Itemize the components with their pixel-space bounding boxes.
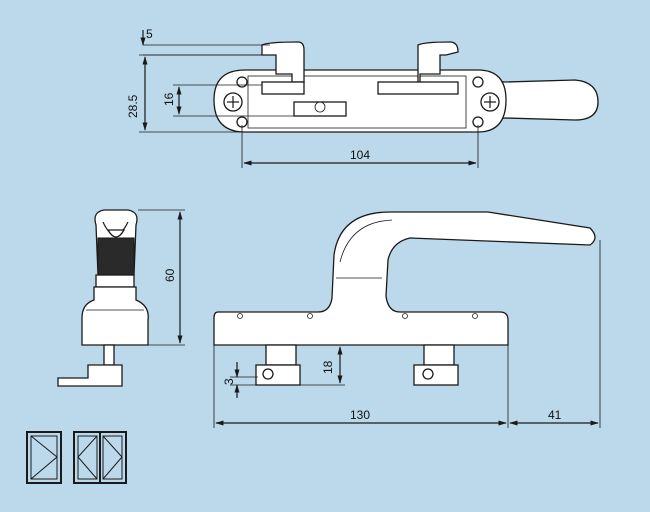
top-view-left-hook — [261, 41, 305, 83]
dim-base-length: 130 — [350, 408, 370, 422]
top-view-slot-right — [377, 81, 459, 95]
casement-window-single-icon — [26, 431, 62, 484]
top-view-pivot — [314, 101, 326, 113]
top-view-slot-center — [293, 101, 347, 117]
side-view: 60 — [57, 209, 185, 387]
dim-slot-height: 16 — [162, 92, 176, 106]
front-view-handle — [213, 211, 596, 346]
top-view-lever — [487, 79, 599, 121]
side-view-body — [81, 286, 149, 346]
screw-right — [480, 92, 500, 112]
top-view-right-hook — [417, 41, 459, 83]
top-view: 5 28.5 16 104 — [126, 27, 599, 168]
dim-overall-height: 28.5 — [126, 94, 140, 118]
dim-side-height: 60 — [163, 268, 177, 282]
hole-top-left — [236, 76, 248, 88]
top-view-plate — [213, 69, 507, 133]
side-view-foot — [57, 364, 123, 387]
dim-hole-spacing: 104 — [350, 148, 370, 162]
side-view-grip — [106, 229, 126, 238]
front-view-pin-left — [255, 344, 301, 386]
top-view-slot-left — [261, 81, 305, 95]
dim-tab-thickness: 3 — [222, 378, 236, 385]
front-view-pin-right — [413, 344, 459, 386]
side-view-stem — [103, 344, 115, 366]
top-view-recess — [247, 75, 467, 129]
side-view-shadow — [97, 237, 135, 276]
dim-top-offset: 5 — [146, 27, 153, 41]
hole-top-right — [472, 76, 484, 88]
dim-handle-overhang: 41 — [548, 408, 562, 422]
screw-left — [223, 92, 243, 112]
casement-window-double-icon — [73, 431, 127, 484]
dim-pin-height: 18 — [321, 360, 335, 374]
front-view: 18 3 130 41 — [213, 211, 601, 428]
